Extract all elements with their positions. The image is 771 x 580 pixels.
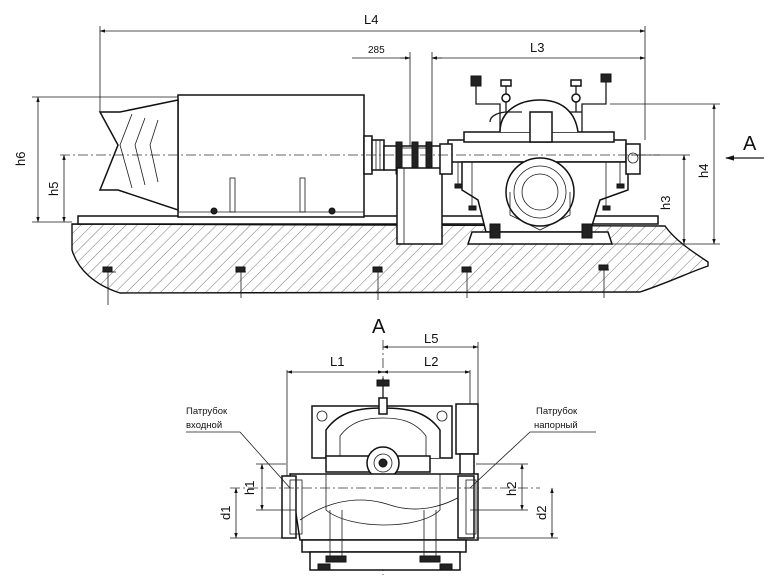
- electric-motor: [98, 94, 385, 218]
- inlet-note-line2: входной: [186, 420, 222, 431]
- dimension-h1: h1: [242, 463, 296, 511]
- inlet-note-line1: Патрубок: [186, 406, 228, 417]
- foundation-slab: [71, 223, 709, 305]
- side-elevation-view: L4 285 L3 h6 h5: [13, 12, 764, 305]
- view-arrow-A: A: [725, 133, 764, 161]
- view-arrow-label: A: [743, 133, 757, 155]
- label-L3: L3: [530, 40, 544, 55]
- dimension-285: 285: [352, 45, 442, 146]
- label-L2: L2: [424, 354, 438, 369]
- label-h4: h4: [696, 164, 711, 178]
- label-285: 285: [368, 45, 385, 56]
- label-L4: L4: [364, 12, 378, 27]
- dimension-L4: L4: [99, 12, 646, 140]
- end-view-A: A L5 L1 L2: [186, 316, 596, 575]
- label-d1: d1: [218, 506, 233, 520]
- label-L5: L5: [424, 331, 438, 346]
- label-h2: h2: [504, 482, 519, 496]
- label-d2: d2: [534, 506, 549, 520]
- outlet-note: Патрубок напорный: [469, 406, 596, 489]
- pump-end-body: [281, 378, 479, 571]
- label-h1: h1: [242, 481, 257, 495]
- base-frame: [77, 215, 659, 225]
- dimension-h2: h2: [470, 463, 528, 511]
- inlet-note: Патрубок входной: [186, 406, 291, 489]
- dimension-L5: L5: [382, 331, 479, 405]
- label-h5: h5: [46, 182, 61, 196]
- dimension-h5: h5: [46, 154, 66, 223]
- section-A-title: A: [372, 316, 386, 338]
- dimension-d1: d1: [218, 487, 290, 539]
- dimension-h4: h4: [610, 103, 720, 245]
- label-h6: h6: [13, 152, 28, 166]
- label-h3: h3: [658, 196, 673, 210]
- pump-casing: [439, 73, 641, 245]
- dimension-h3: h3: [612, 154, 720, 245]
- outlet-note-line1: Патрубок: [536, 406, 578, 417]
- coupling: [383, 141, 443, 245]
- dimension-L3: L3: [431, 40, 646, 60]
- dimension-L1: L1: [286, 354, 384, 480]
- dimension-d2: d2: [476, 487, 558, 539]
- outlet-note-line2: напорный: [534, 420, 578, 431]
- label-L1: L1: [330, 354, 344, 369]
